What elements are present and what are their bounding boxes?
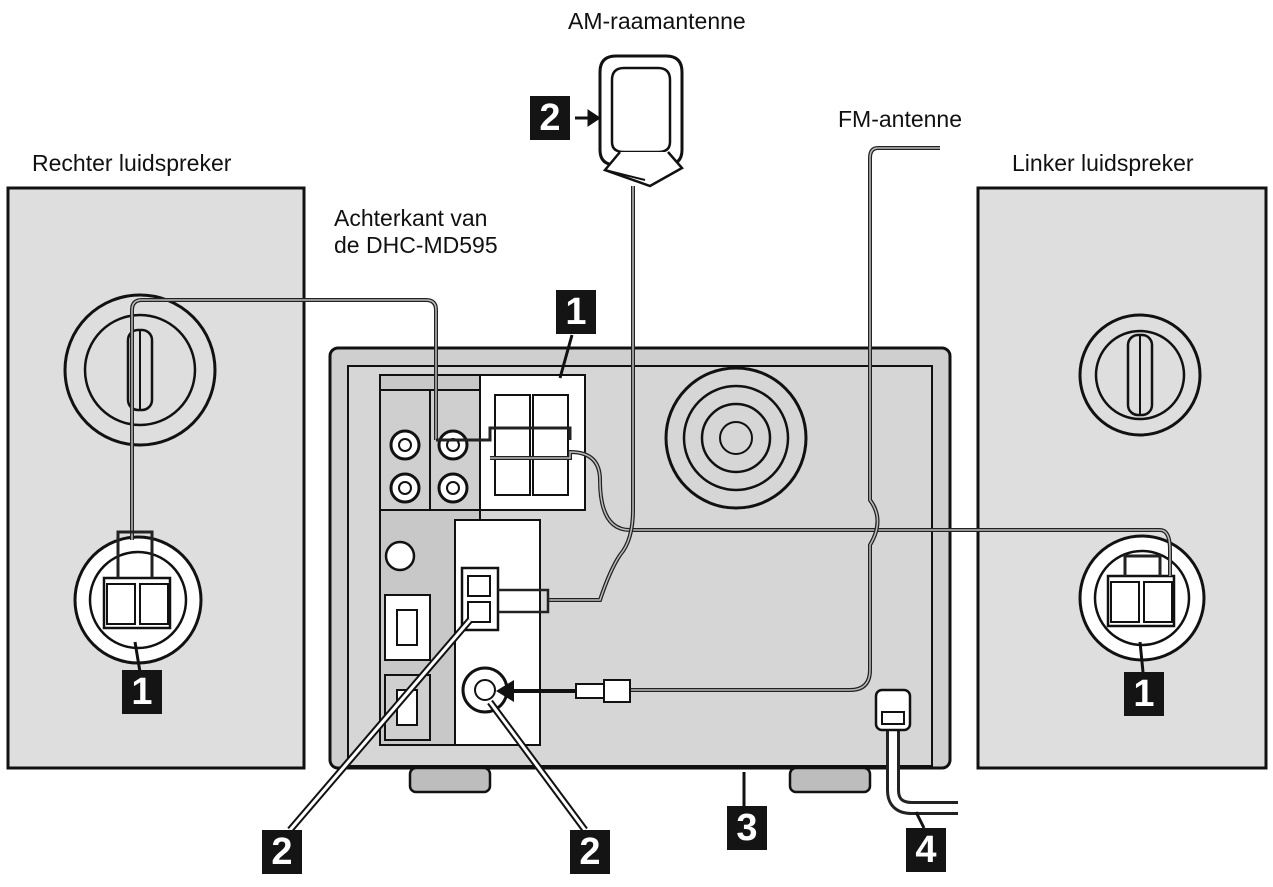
left-speaker-terminal bbox=[1078, 534, 1206, 662]
left-speaker-label: Linker luidspreker bbox=[1012, 150, 1194, 176]
main-unit bbox=[328, 346, 952, 794]
am-antenna-label: AM-raamantenne bbox=[568, 8, 746, 34]
callout-power-cord: 4 bbox=[906, 828, 946, 872]
callout-right-speaker-terminal: 1 bbox=[122, 670, 162, 714]
callout-am-antenna: 2 bbox=[530, 96, 570, 140]
callout-fm-jack: 2 bbox=[570, 830, 610, 874]
cord-clamp bbox=[874, 688, 912, 732]
callout-speaker-terminals: 1 bbox=[556, 290, 596, 334]
callout-left-speaker-terminal: 1 bbox=[1124, 672, 1164, 716]
callout-am-terminal: 2 bbox=[262, 830, 302, 874]
callout-unit-bottom: 3 bbox=[727, 806, 767, 850]
rear-unit-label-line1: Achterkant van bbox=[334, 205, 488, 231]
rear-unit-label-line2: de DHC-MD595 bbox=[334, 232, 498, 258]
right-speaker-label: Rechter luidspreker bbox=[32, 150, 232, 176]
right-speaker-terminal bbox=[73, 535, 203, 665]
left-speaker-box bbox=[976, 186, 1268, 770]
leader-lines bbox=[133, 109, 1145, 833]
am-loop-antenna bbox=[598, 54, 684, 188]
insert-arrow bbox=[496, 680, 576, 702]
fm-plug bbox=[575, 679, 631, 703]
cables bbox=[116, 146, 1172, 815]
fm-antenna-label: FM-antenne bbox=[838, 106, 963, 132]
